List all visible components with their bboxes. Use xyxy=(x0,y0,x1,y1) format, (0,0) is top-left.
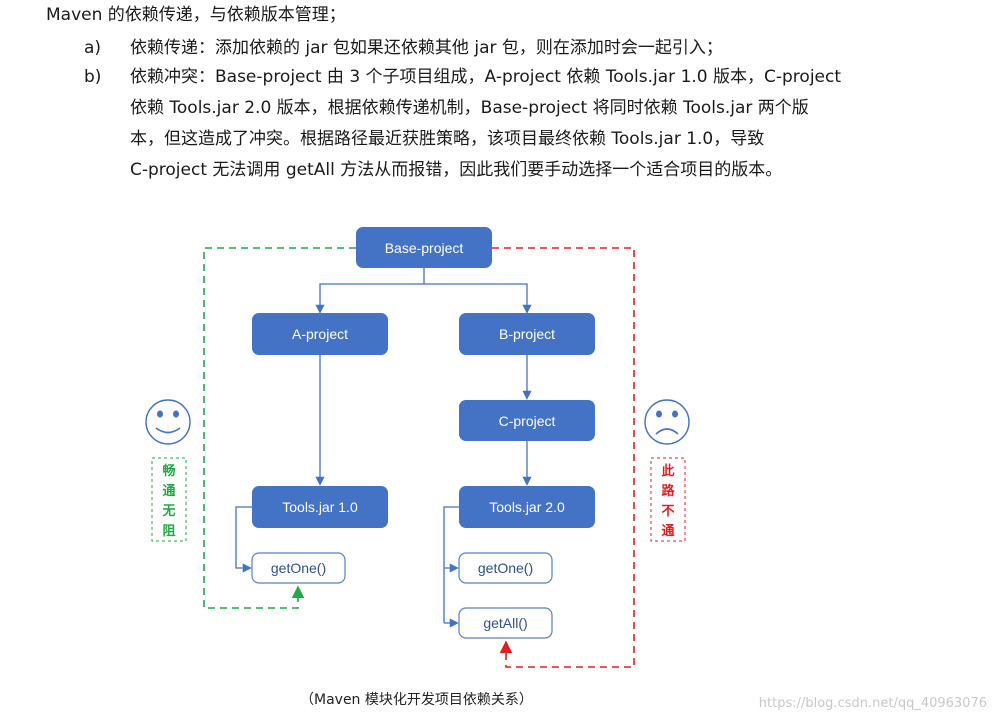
list-text-b-line-4: C-project 无法调用 getAll 方法从而报错，因此我们要手动选择一个… xyxy=(130,160,783,180)
method-getone-c-label: getOne() xyxy=(478,560,533,576)
label-blocked-char-1: 此 xyxy=(661,463,674,479)
watermark-url: https://blog.csdn.net/qq_40963076 xyxy=(758,696,987,711)
intro-text: Maven 的依赖传递，与依赖版本管理； xyxy=(46,5,346,25)
connector-tools2-to-methods xyxy=(443,506,459,623)
node-c-project-label: C-project xyxy=(499,413,556,429)
green-dashed-route xyxy=(203,247,356,609)
node-tools-jar-2: Tools.jar 2.0 xyxy=(459,486,595,528)
list-text-a: 依赖传递：添加依赖的 jar 包如果还依赖其他 jar 包，则在添加时会一起引入… xyxy=(130,33,850,64)
node-base-project-label: Base-project xyxy=(385,240,464,256)
node-a-project: A-project xyxy=(252,313,388,355)
method-getone-a-label: getOne() xyxy=(271,560,326,576)
node-tools-jar-2-label: Tools.jar 2.0 xyxy=(489,499,565,515)
list-text-b-line-1: 依赖冲突：Base-project 由 3 个子项目组成，A-project 依… xyxy=(130,67,842,87)
label-blocked-char-4: 通 xyxy=(661,523,674,539)
label-blocked-char-2: 路 xyxy=(661,483,675,499)
label-smooth-char-1: 畅 xyxy=(162,463,175,479)
list-text-b-line-2: 依赖 Tools.jar 2.0 版本，根据依赖传递机制，Base-projec… xyxy=(130,98,809,118)
connector-tools1-to-getone xyxy=(235,506,252,573)
list-marker-b: b) xyxy=(84,67,102,87)
list-text-a-line-1: 依赖传递：添加依赖的 jar 包如果还依赖其他 jar 包，则在添加时会一起引入… xyxy=(130,38,723,58)
node-c-project: C-project xyxy=(459,400,595,441)
label-blocked-path: 此 路 不 通 xyxy=(650,457,686,542)
node-b-project-label: B-project xyxy=(499,326,555,342)
diagram-caption: （Maven 模块化开发项目依赖关系） xyxy=(300,692,533,708)
method-getone-c: getOne() xyxy=(458,552,553,584)
node-base-project: Base-project xyxy=(356,227,492,268)
list-text-b: 依赖冲突：Base-project 由 3 个子项目组成，A-project 依… xyxy=(130,62,850,186)
smiley-face-icon xyxy=(145,399,191,445)
red-dashed-route xyxy=(492,247,635,668)
node-tools-jar-1-label: Tools.jar 1.0 xyxy=(282,499,358,515)
label-smooth-char-2: 通 xyxy=(162,483,175,499)
list-marker-a: a) xyxy=(84,38,102,58)
list-text-b-line-3: 本，但这造成了冲突。根据路径最近获胜策略，该项目最终依赖 Tools.jar 1… xyxy=(130,129,765,149)
sad-face-icon xyxy=(644,399,690,445)
method-getone-a: getOne() xyxy=(251,552,346,584)
label-smooth-char-4: 阻 xyxy=(162,524,175,539)
node-b-project: B-project xyxy=(459,313,595,355)
method-getall-c: getAll() xyxy=(458,607,553,639)
label-smooth-char-3: 无 xyxy=(161,504,175,519)
connector-base-to-children xyxy=(319,268,528,310)
label-smooth-path: 畅 通 无 阻 xyxy=(151,457,187,542)
node-a-project-label: A-project xyxy=(292,326,348,342)
label-blocked-char-3: 不 xyxy=(661,504,674,519)
method-getall-c-label: getAll() xyxy=(483,615,527,631)
node-tools-jar-1: Tools.jar 1.0 xyxy=(252,486,388,528)
